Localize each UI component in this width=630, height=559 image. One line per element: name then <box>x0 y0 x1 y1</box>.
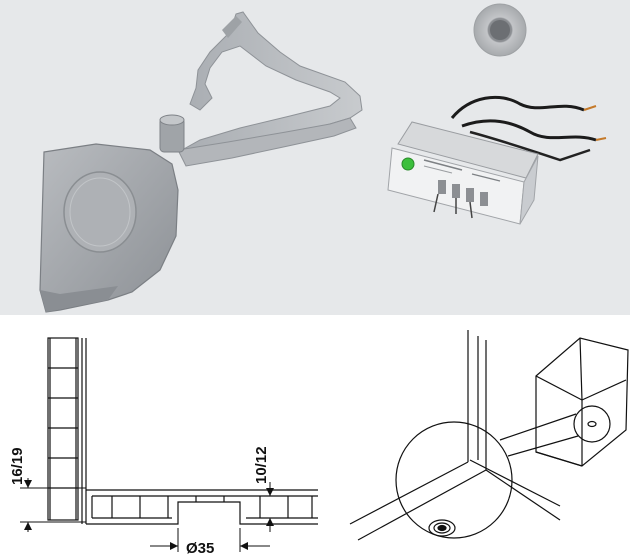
lift-stay-mechanism-image <box>39 11 363 313</box>
round-sensor-button-image <box>473 3 527 57</box>
dimension-arrows <box>24 480 274 550</box>
panel-thickness-label: 16/19 <box>9 447 26 485</box>
control-box-with-cables-image <box>387 95 607 225</box>
drill-diameter-label: Ø35 <box>186 540 214 557</box>
drill-depth-label: 10/12 <box>253 446 270 484</box>
mounting-perspective-drawing <box>349 330 629 541</box>
